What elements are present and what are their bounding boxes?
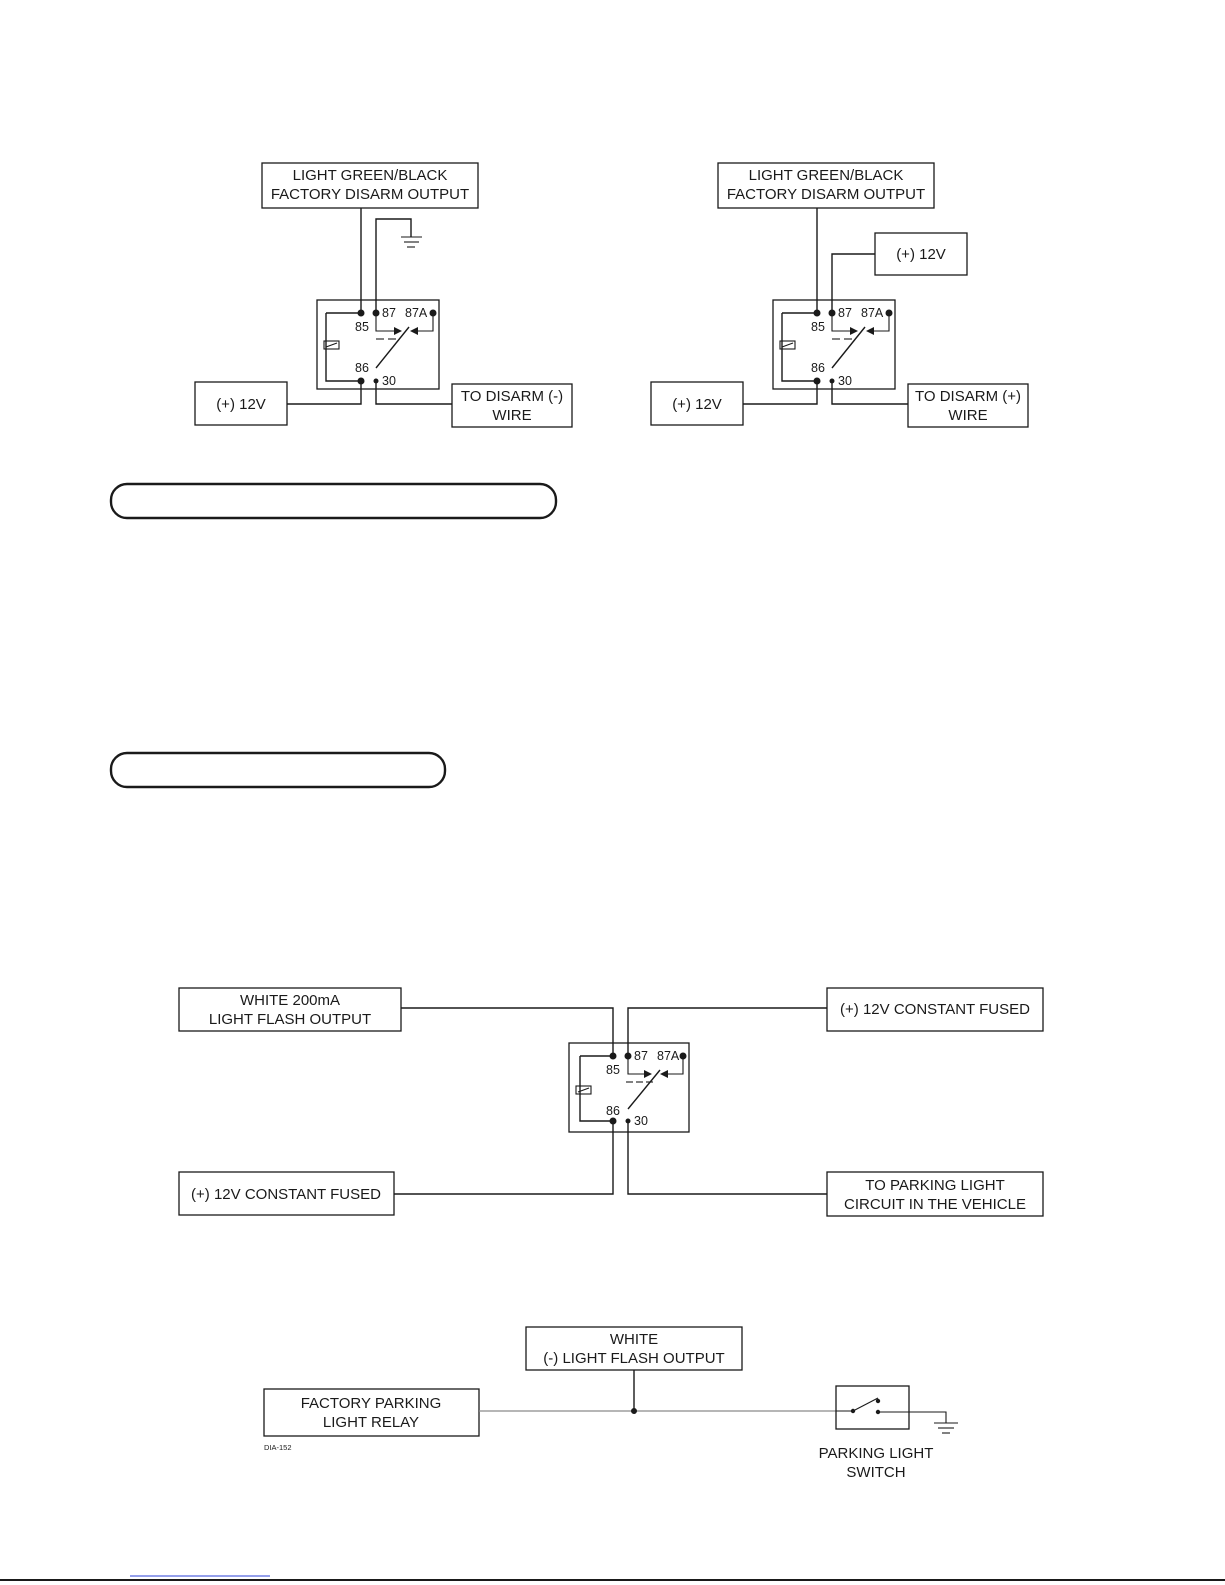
coil-icon [779,340,796,350]
constant-top-label: (+) 12V CONSTANT FUSED [840,1001,1030,1018]
section-header-2 [109,751,447,789]
supply-label: (+) 12V [896,246,946,263]
pin-30-label: 30 [382,374,396,388]
power-label: (+) 12V [672,396,722,413]
ground-icon [401,236,422,248]
section-header-1 [109,482,558,520]
disarm-output-label-line2: FACTORY DISARM OUTPUT [271,186,469,203]
disarm-output-box [261,162,479,209]
power-box [194,381,288,426]
coil-wire-side [579,1056,613,1122]
coil-icon [575,1085,592,1095]
white-flash-label-line1: WHITE [610,1331,658,1348]
parking-switch-box [835,1385,910,1430]
wire-30 [627,1121,827,1195]
constant-bottom-box [178,1171,395,1216]
pin-85-label: 85 [811,320,825,334]
ground-icon [934,1422,958,1434]
wire-30 [831,381,908,405]
switch-icon [836,1397,909,1415]
constant-bottom-label: (+) 12V CONSTANT FUSED [191,1186,381,1203]
pin-30-label: 30 [634,1114,648,1128]
coil-wire-side [781,313,817,382]
wire-85 [401,1007,614,1056]
disarm-wire-box [451,383,573,428]
coil-icon [323,340,340,350]
nc-arrow [627,1056,644,1075]
no-arrow [418,313,434,332]
parking-circuit-label-line1: TO PARKING LIGHT [865,1177,1004,1194]
disarm-output-label-line1: LIGHT GREEN/BLACK [749,167,904,184]
disarm-wire-label-line2: WIRE [492,407,531,424]
diagram-code: DIA-152 [264,1443,292,1452]
no-arrow [874,313,890,332]
wire-86 [394,1121,614,1195]
switch-arm [375,326,410,369]
factory-relay-box [263,1388,480,1437]
switch-arm [831,326,866,369]
relay-diagram-negative-disarm: LIGHT GREEN/BLACK FACTORY DISARM OUTPUT … [194,162,573,428]
pin-87a-label: 87A [657,1049,680,1063]
wire-30 [375,381,452,405]
disarm-wire-label-line1: TO DISARM (+) [915,388,1021,405]
disarm-wire-label-line1: TO DISARM (-) [461,388,563,405]
parking-circuit-label-line2: CIRCUIT IN THE VEHICLE [844,1196,1026,1213]
switch-arm [627,1069,661,1110]
wire-86 [287,381,362,405]
switch-ground-wire [909,1411,947,1423]
coil-wire-side [325,313,361,382]
pin-87-label: 87 [382,306,396,320]
pin-86-label: 86 [606,1104,620,1118]
constant-top-box [826,987,1044,1032]
white-flash-label-line2: (-) LIGHT FLASH OUTPUT [543,1350,724,1367]
factory-relay-label-line2: LIGHT RELAY [323,1414,419,1431]
disarm-wire-box [907,383,1029,428]
pin-85-label: 85 [355,320,369,334]
pin-30-label: 30 [838,374,852,388]
pin-87-label: 87 [838,306,852,320]
disarm-wire-label-line2: WIRE [948,407,987,424]
pin-85-label: 85 [606,1063,620,1077]
power-label: (+) 12V [216,396,266,413]
pin-87a-label: 87A [861,306,884,320]
factory-relay-label-line1: FACTORY PARKING [301,1395,442,1412]
disarm-output-box [717,162,935,209]
pin-87-label: 87 [634,1049,648,1063]
wire-87-supply [831,253,875,313]
parking-circuit-box [826,1171,1044,1217]
switch-label-line2: SWITCH [846,1464,905,1481]
flash-output-box [178,987,402,1032]
switch-label-line1: PARKING LIGHT [819,1445,934,1462]
wire-86 [743,381,818,405]
pin-86-label: 86 [355,361,369,375]
no-arrow [668,1056,684,1075]
relay-diagram-positive-disarm: LIGHT GREEN/BLACK FACTORY DISARM OUTPUT … [650,162,1029,428]
power-box [650,381,744,426]
wire-87-ground [375,218,412,313]
disarm-output-label-line2: FACTORY DISARM OUTPUT [727,186,925,203]
nc-arrow [831,313,850,332]
flash-output-label-line1: WHITE 200mA [240,992,340,1009]
white-flash-box [525,1326,743,1371]
wire-87 [627,1007,827,1056]
pin-86-label: 86 [811,361,825,375]
negative-flash-diagram: WHITE (-) LIGHT FLASH OUTPUT FACTORY PAR… [263,1326,958,1481]
relay-body [568,1042,690,1133]
nc-arrow [375,313,394,332]
pin-87a-label: 87A [405,306,428,320]
relay-diagram-parking-light: WHITE 200mA LIGHT FLASH OUTPUT (+) 12V C… [178,987,1044,1217]
flash-output-label-line2: LIGHT FLASH OUTPUT [209,1011,371,1028]
disarm-output-label-line1: LIGHT GREEN/BLACK [293,167,448,184]
supply-box [874,232,968,276]
